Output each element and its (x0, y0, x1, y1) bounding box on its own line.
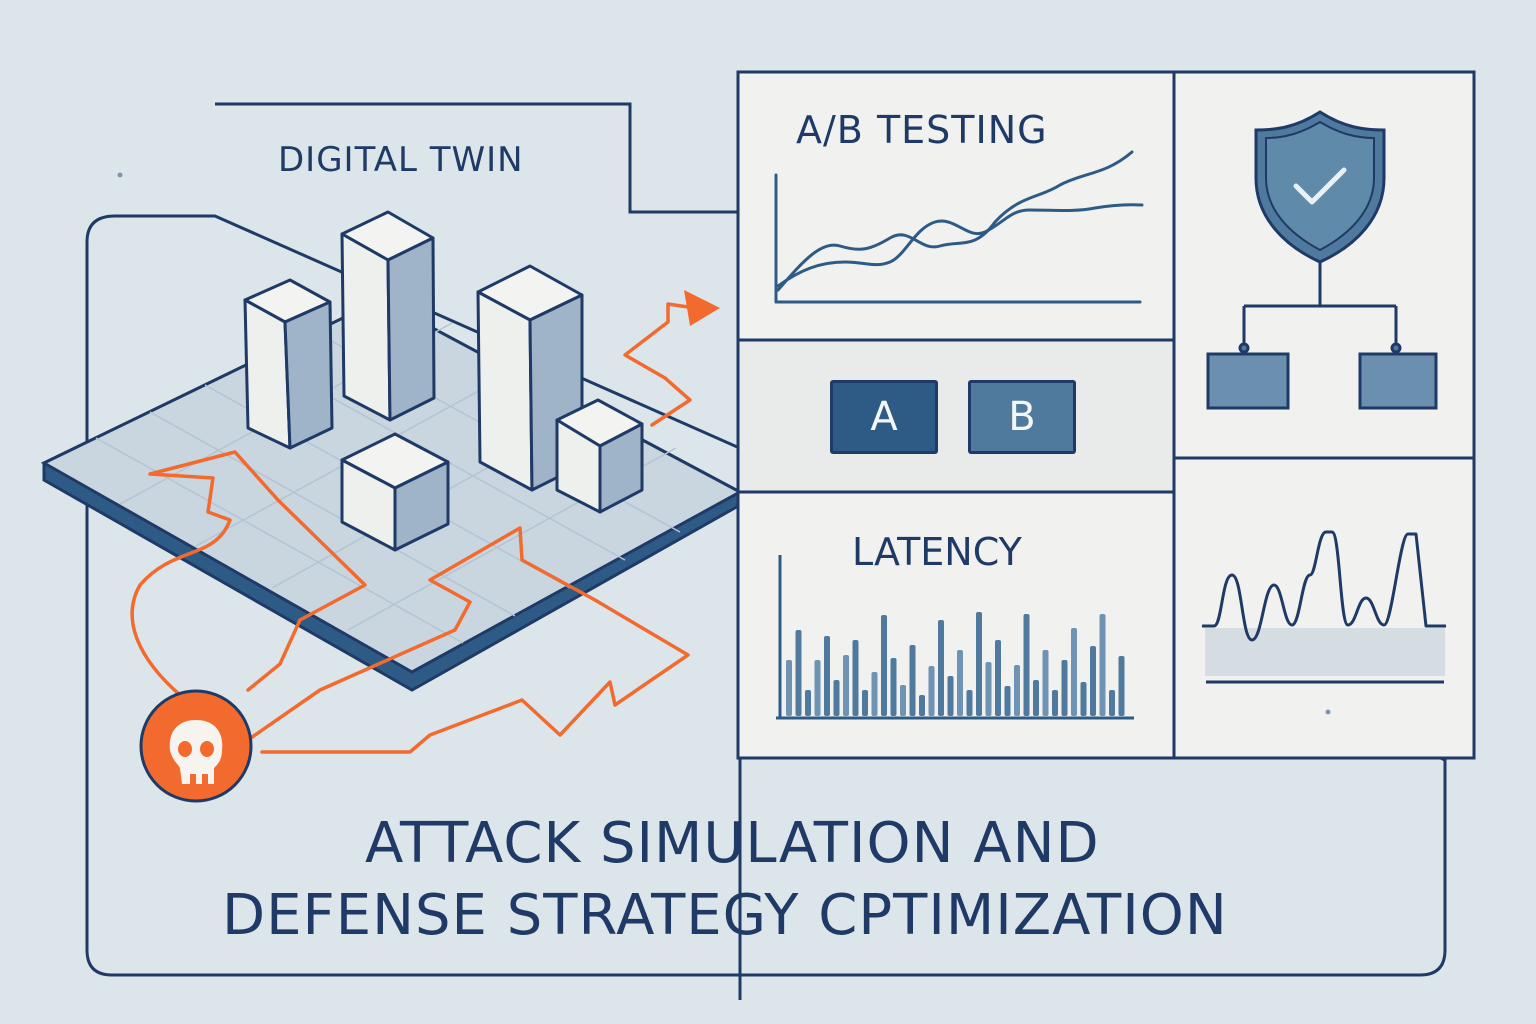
latency-bar (795, 630, 802, 716)
latency-bar (862, 690, 868, 716)
building-2 (340, 210, 436, 422)
latency-bar (1109, 690, 1115, 716)
main-title-line1: ATTACK SIMULATION AND (365, 811, 1100, 876)
latency-bar (890, 658, 897, 716)
latency-bar (1052, 690, 1058, 716)
latency-title: LATENCY (852, 530, 1022, 574)
latency-chart (776, 555, 1134, 720)
main-title: ATTACK SIMULATION AND DEFENSE STRATEGY C… (0, 808, 1536, 952)
latency-bar (1061, 660, 1068, 716)
latency-bar (1023, 614, 1030, 716)
latency-bar (786, 660, 792, 716)
variant-a-button[interactable]: A (830, 380, 938, 454)
shield-check-icon (1254, 110, 1386, 264)
latency-bar (805, 690, 811, 716)
latency-bar (938, 620, 944, 716)
building-3 (476, 264, 584, 492)
variant-b-button[interactable]: B (968, 380, 1076, 454)
attack-arrow-icon (684, 290, 720, 326)
latency-bar (985, 662, 992, 716)
latency-bar (871, 672, 878, 716)
building-5 (340, 432, 450, 552)
latency-bar (814, 660, 821, 716)
latency-bar (966, 690, 973, 716)
latency-bar (909, 645, 916, 716)
latency-bar (824, 636, 830, 716)
decor-dot (1325, 709, 1331, 715)
latency-bar (1014, 665, 1020, 716)
latency-bar (957, 650, 963, 716)
latency-bar (852, 640, 859, 716)
latency-bar (919, 695, 925, 716)
latency-bar (976, 612, 982, 716)
digital-twin-label: DIGITAL TWIN (278, 140, 524, 180)
ab-testing-title: A/B TESTING (796, 108, 1048, 152)
latency-bar (1090, 646, 1096, 716)
latency-bar (947, 676, 954, 716)
latency-bar (1080, 682, 1087, 716)
decor-dot (117, 172, 123, 178)
skull-icon (139, 689, 253, 803)
latency-bar (881, 615, 887, 716)
spike-chart (1202, 530, 1446, 684)
latency-bar (1042, 650, 1049, 716)
latency-bar (1004, 686, 1011, 716)
latency-bar (1099, 614, 1106, 716)
latency-bar (843, 655, 849, 716)
latency-bar (1071, 628, 1077, 716)
ab-testing-chart (774, 150, 1144, 304)
attack-paths (130, 296, 692, 754)
main-title-line2: DEFENSE STRATEGY CPTIMIZATION (222, 883, 1228, 948)
latency-bar (900, 685, 906, 716)
latency-bar (1033, 680, 1039, 716)
building-4 (555, 398, 644, 514)
latency-bar (833, 680, 840, 716)
network-tree (1206, 262, 1438, 410)
latency-bar (1118, 656, 1125, 716)
latency-bar (995, 640, 1001, 716)
building-1 (243, 278, 334, 450)
latency-bar (928, 666, 935, 716)
